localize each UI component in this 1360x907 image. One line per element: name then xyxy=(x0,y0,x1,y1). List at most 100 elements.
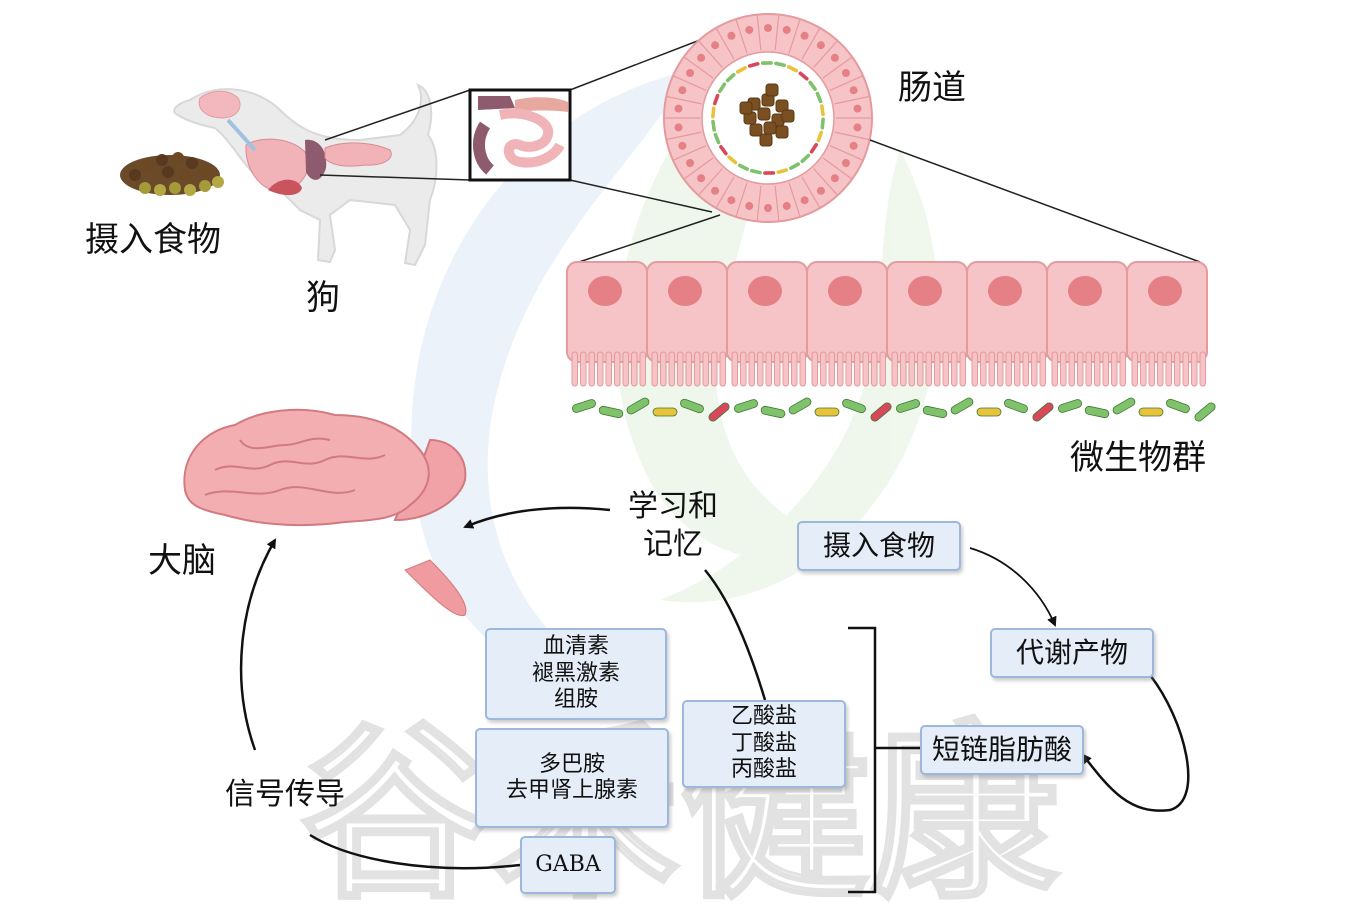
ring-cell-wall xyxy=(801,176,821,209)
scfa-box: 短链脂肪酸 xyxy=(920,725,1084,775)
ring-nucleus xyxy=(686,159,695,167)
melatonin-text: 褪黑激素 xyxy=(531,660,620,686)
microvillus xyxy=(1068,351,1075,387)
ring-bacterium xyxy=(820,117,825,130)
bacterium xyxy=(1194,402,1216,422)
food-particle xyxy=(763,121,777,135)
microbiota-row xyxy=(571,397,1216,422)
ring-nucleus xyxy=(674,123,683,132)
ring-cell-wall xyxy=(672,75,707,91)
microvillus xyxy=(660,351,667,387)
microvillus xyxy=(740,351,747,387)
microvillus xyxy=(951,351,958,387)
intestine-cross-section xyxy=(663,13,873,223)
bracket xyxy=(848,626,877,894)
ring-bacterium xyxy=(719,144,728,156)
microvillus xyxy=(605,351,612,387)
microvillus xyxy=(799,351,806,387)
curve-gaba-to-signal xyxy=(309,833,521,870)
cell-nucleus xyxy=(828,276,862,306)
ring-nucleus xyxy=(711,41,720,50)
microvillus xyxy=(1119,351,1126,387)
arrow-signal-to-brain xyxy=(239,538,277,751)
microvillus xyxy=(1005,351,1012,387)
cell-nucleus xyxy=(988,276,1022,306)
ring-nucleus xyxy=(830,174,839,183)
ring-cell-wall xyxy=(774,14,780,51)
ring-cell-wall xyxy=(834,131,870,141)
ring-nucleus xyxy=(727,31,736,40)
microvillus xyxy=(677,351,684,387)
metabolites-box: 代谢产物 xyxy=(990,628,1154,678)
arrows xyxy=(239,506,1190,894)
ring-cell-wall xyxy=(756,185,762,222)
ring-cell-wall xyxy=(829,145,864,161)
ring-bacterium xyxy=(717,82,727,94)
microvillus xyxy=(1111,351,1118,387)
ring-nucleus xyxy=(674,104,683,113)
bacterium xyxy=(1084,405,1110,419)
bacterium xyxy=(708,402,730,422)
microvillus xyxy=(1014,351,1021,387)
kibble-pile-illustration xyxy=(120,152,224,196)
microvillus xyxy=(588,351,595,387)
microvillus xyxy=(811,351,818,387)
curve-salts-to-learning xyxy=(704,569,767,701)
microvillus xyxy=(900,351,907,387)
ring-nucleus xyxy=(678,141,687,150)
microvillus xyxy=(631,351,638,387)
microvillus xyxy=(1191,351,1198,387)
ring-cell-wall xyxy=(672,145,707,161)
dopamine-text: 多巴胺 xyxy=(538,751,605,777)
microvillus xyxy=(1039,351,1046,387)
ring-cell-wall xyxy=(697,168,723,196)
ring-bacterium xyxy=(712,93,720,106)
bacterium xyxy=(922,405,948,419)
ring-cell-wall xyxy=(813,168,839,196)
propionate-text: 丙酸盐 xyxy=(730,757,797,783)
microvillus xyxy=(828,351,835,387)
microvillus xyxy=(651,351,658,387)
microvillus xyxy=(580,351,587,387)
ring-nucleus xyxy=(678,86,687,95)
ring-cell-wall xyxy=(715,176,735,209)
ring-nucleus xyxy=(697,53,706,62)
microvillus xyxy=(1199,351,1206,387)
ring-nucleus xyxy=(841,159,850,167)
background-logo xyxy=(411,30,938,700)
bacterium xyxy=(788,397,812,415)
epithelium-strip xyxy=(566,261,1208,387)
ring-cell-wall xyxy=(735,182,748,218)
bacterium xyxy=(1057,399,1083,413)
ring-nucleus xyxy=(745,25,754,34)
microvillus xyxy=(1077,351,1084,387)
learning-memory-line2: 记忆 xyxy=(643,526,703,562)
ring-cell-wall xyxy=(756,14,762,51)
bacterium xyxy=(976,407,1002,417)
ring-bacterium xyxy=(809,142,819,154)
arrow-to-brain xyxy=(463,506,611,529)
bacterium xyxy=(950,397,974,415)
intestine-label: 肠道 xyxy=(898,68,966,108)
food-particle xyxy=(749,123,763,137)
microvillus xyxy=(748,351,755,387)
ring-nucleus xyxy=(782,202,791,211)
butyrate-text: 丁酸盐 xyxy=(730,730,797,756)
bacterium xyxy=(870,402,892,422)
microvillus xyxy=(1140,351,1147,387)
neurotransmitter-box-1: 血清素 褪黑激素 组胺 xyxy=(485,628,667,720)
ring-nucleus xyxy=(841,69,850,77)
microvillus xyxy=(1157,351,1164,387)
microvillus xyxy=(597,351,604,387)
microvillus xyxy=(997,351,1004,387)
ring-bacterium xyxy=(750,168,762,175)
food-intake-box-text: 摄入食物 xyxy=(822,529,935,563)
ring-cell-wall xyxy=(822,56,853,79)
ring-bacterium xyxy=(800,153,811,164)
ring-zoom-lines xyxy=(569,139,1201,266)
ring-bacterium xyxy=(725,72,736,83)
microvillus xyxy=(988,351,995,387)
ring-bacterium xyxy=(735,66,747,74)
digestive-inset xyxy=(468,88,572,182)
